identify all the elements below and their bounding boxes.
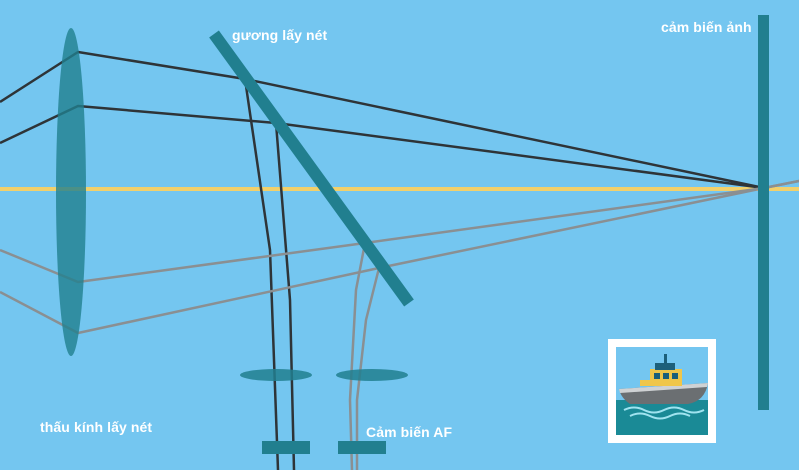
image-sensor-label: cảm biến ảnh — [661, 19, 752, 35]
boat-photo-icon — [608, 339, 716, 443]
ray-upper-outer — [0, 50, 765, 190]
focus-lens-label: thấu kính lấy nét — [40, 419, 153, 435]
af-micro-lens-left — [240, 369, 312, 381]
focus-mirror — [209, 30, 414, 307]
focus-mirror-label: gương lấy nét — [232, 27, 328, 43]
image-sensor-bar — [758, 15, 769, 410]
af-sensor-plate-left — [262, 441, 310, 454]
ray-upper-inner — [0, 104, 765, 190]
ray-lower-outer — [0, 179, 799, 335]
ray-lower-outer-reflected — [355, 267, 381, 470]
ray-upper-outer-reflected — [243, 78, 280, 470]
af-micro-lens-right — [336, 369, 408, 381]
af-sensor-plate-right — [338, 441, 386, 454]
ray-lower-inner-reflected — [348, 242, 367, 470]
focus-lens — [56, 28, 86, 356]
upper-rays — [0, 50, 765, 470]
ray-upper-inner-reflected — [274, 122, 296, 470]
ray-lower-inner — [0, 179, 799, 284]
af-sensor-label: Cảm biến AF — [366, 424, 453, 440]
